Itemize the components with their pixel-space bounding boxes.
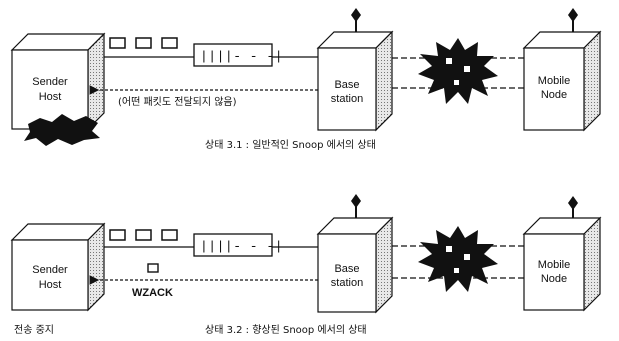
sender-host-node: Sender Host <box>12 34 104 129</box>
mobile-node-label-line2: Node <box>541 89 567 101</box>
base-station-label-line1: Base <box>334 79 359 91</box>
buffer-queue-text: ||||- - -| <box>200 49 283 64</box>
mobile-node-label-line1: Mobile <box>538 75 570 87</box>
stop-sending-label: 전송 중지 <box>14 324 54 336</box>
panel-state-3-1: Sender Host Base station Mobile Node <box>12 8 600 151</box>
mobile-node-label-line2: Node <box>541 273 567 285</box>
base-station-label-line2: station <box>331 277 363 289</box>
packet-icon <box>136 230 151 240</box>
sender-host-label-line1: Sender <box>32 76 68 88</box>
interference-burst-icon <box>418 226 498 292</box>
antenna-icon <box>568 196 578 210</box>
packet-icon <box>162 38 177 48</box>
antenna-icon <box>351 194 361 208</box>
base-station-label-line2: station <box>331 93 363 105</box>
wzack-label: WZACK <box>132 287 173 299</box>
packet-icon <box>110 230 125 240</box>
caption-state-3-1: 상태 3.1 : 일반적인 Snoop 에서의 상태 <box>205 139 376 151</box>
return-note: (어떤 패킷도 전달되지 않음) <box>118 96 237 108</box>
sender-host-label-line1: Sender <box>32 264 68 276</box>
sender-host-node: Sender Host <box>12 224 104 310</box>
buffer-queue-text: ||||- - -| <box>200 239 283 254</box>
antenna-icon <box>568 8 578 22</box>
packet-icon <box>110 38 125 48</box>
mobile-node: Mobile Node <box>524 196 600 310</box>
interference-burst-icon <box>418 38 498 104</box>
base-station-node: Base station <box>318 194 392 312</box>
panel-state-3-2: Sender Host Base station Mobile Node <box>12 194 600 336</box>
mobile-node: Mobile Node <box>524 8 600 130</box>
ack-packet-icon <box>148 264 158 272</box>
sender-host-label-line2: Host <box>39 279 62 291</box>
caption-state-3-2: 상태 3.2 : 향상된 Snoop 에서의 상태 <box>205 324 367 336</box>
base-station-node: Base station <box>318 8 392 130</box>
packet-icon <box>162 230 177 240</box>
packet-icon <box>136 38 151 48</box>
sender-host-label-line2: Host <box>39 91 62 103</box>
mobile-node-label-line1: Mobile <box>538 259 570 271</box>
base-station-label-line1: Base <box>334 263 359 275</box>
antenna-icon <box>351 8 361 22</box>
